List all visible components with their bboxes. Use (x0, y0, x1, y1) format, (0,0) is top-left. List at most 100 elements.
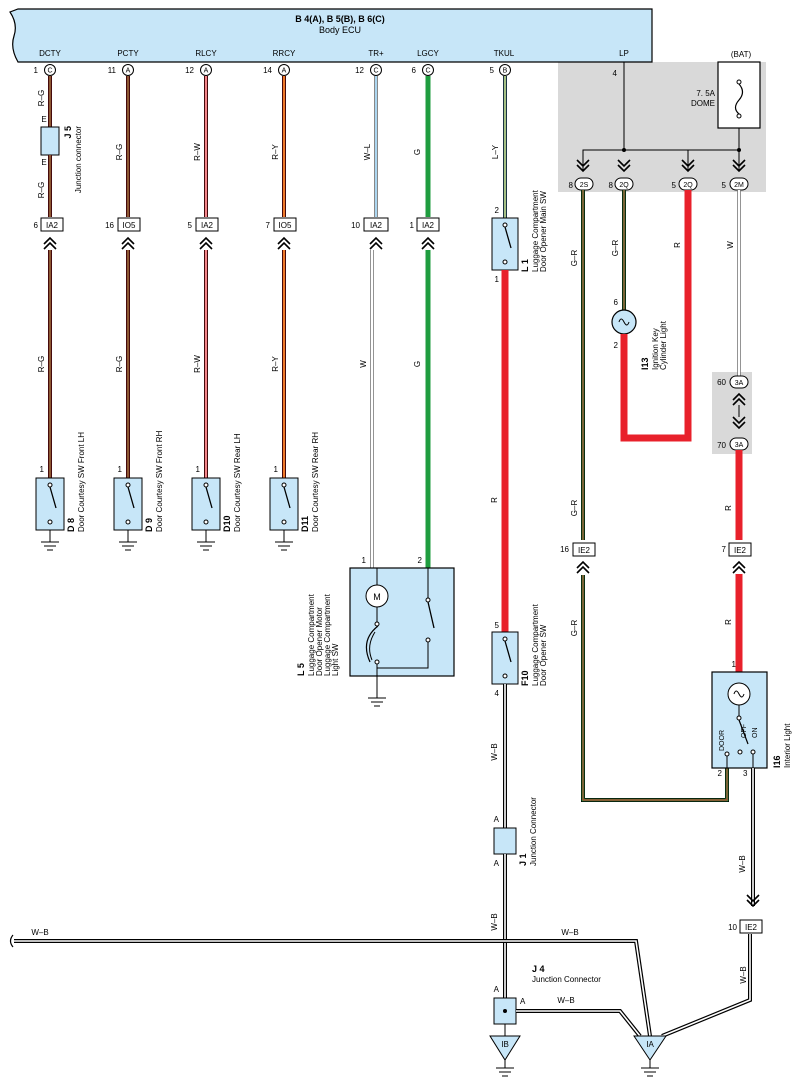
l1-line2: Door Opener Main SW (539, 191, 548, 272)
junction-pin-label: E (41, 115, 46, 124)
connector-pin: 10 (728, 923, 737, 932)
pin-circle (370, 64, 382, 76)
fuse-rating: 7. 5A (696, 89, 715, 98)
l5-line4: Light SW (331, 643, 340, 676)
l1-line1: Luggage Compartment (531, 189, 540, 272)
wire-color-label: G–R (611, 240, 620, 257)
inline-code-bottom: 3A (735, 442, 744, 449)
connector-code: IE2 (734, 546, 747, 555)
wire-color-label: W–B (738, 855, 747, 872)
pin-number: 14 (263, 66, 272, 75)
wire-color-label: L–Y (491, 144, 500, 159)
d9-name: Door Courtesy SW Front RH (155, 430, 164, 532)
pin-circle (122, 64, 134, 76)
luggage-door-opener-motor-l5: M L 5 Luggage Compartment Door Opener Mo… (296, 567, 455, 707)
interior-light-i16: DOOR OFF ON 2 3 I16 Interior Light (711, 671, 792, 778)
pin-connector: C (47, 68, 52, 75)
terminal-lp: LP (619, 49, 629, 58)
terminal-tkul: TKUL (494, 49, 515, 58)
pin-number: 6 (412, 66, 417, 75)
pin-circle (499, 64, 511, 76)
wire-color-label: R (724, 619, 733, 625)
f10-pin-bottom: 4 (495, 689, 500, 698)
connector-pin: 7 (722, 545, 727, 554)
pin-connector: A (282, 68, 287, 75)
wire-color-label: W–L (363, 143, 372, 160)
f10-line2: Door Opener SW (539, 624, 548, 686)
connector-pin: 5 (188, 221, 193, 230)
connector-code: IA2 (422, 221, 435, 230)
pin-circle (422, 64, 434, 76)
wire-color-label: W–B (490, 913, 499, 930)
ecu-pins: 1 C 11 A 12 A 14 A 12 C 6 C 5 B 4 (34, 64, 618, 78)
l5-line1: Luggage Compartment (307, 593, 316, 676)
i16-name: Interior Light (783, 723, 792, 768)
j5-code: J 5 (63, 126, 73, 139)
pin-connector: A (126, 68, 131, 75)
j4-name: Junction Connector (532, 975, 601, 984)
d8-name: Door Courtesy SW Front LH (77, 432, 86, 532)
wire-color-label: R–Y (271, 356, 280, 372)
wire-color-label: W–B (31, 928, 48, 937)
l5-code: L 5 (296, 663, 306, 676)
inline-code-top: 3A (735, 380, 744, 387)
wire-color-label: R–G (37, 356, 46, 372)
i13-line1: Ignition Key (651, 328, 660, 370)
connector-code: IO5 (123, 221, 136, 230)
wire-color-label: G–R (570, 620, 579, 637)
ground-ib-symbol (489, 1035, 521, 1061)
circuit-i13: G–R 6 2 I13 Ignition Key Cylinder Light … (611, 190, 692, 442)
terminal-lgcy: LGCY (417, 49, 439, 58)
wire-color-label: W–B (490, 743, 499, 760)
switch-on-label: ON (752, 728, 759, 739)
junction-j5 (40, 126, 60, 156)
relay-code: 2Q (683, 182, 693, 189)
f10-pin-top: 5 (495, 621, 500, 630)
wire-color-label: R–G (115, 144, 124, 160)
pin-connector: C (373, 68, 378, 75)
connector-box (572, 542, 596, 557)
pin-connector: A (204, 68, 209, 75)
j1-name: Junction Connector (529, 797, 538, 866)
terminal-rlcy: RLCY (195, 49, 217, 58)
d11-code: D11 (300, 516, 310, 532)
ground-ib-label: IB (501, 1040, 509, 1049)
d9-code: D 9 (144, 518, 154, 532)
j1-pin: A (494, 815, 500, 824)
pin-connector: C (425, 68, 430, 75)
connector-code: IE2 (745, 923, 758, 932)
relay-code: 2M (734, 182, 744, 189)
l1-pin-bottom: 1 (495, 275, 500, 284)
switch-door-label: DOOR (719, 730, 726, 751)
j4-code: J 4 (532, 964, 545, 974)
wire-color-label: G–R (570, 500, 579, 517)
connector-pin: 1 (410, 221, 415, 230)
d10-name: Door Courtesy SW Rear LH (233, 433, 242, 532)
fuse-name: DOME (691, 99, 715, 108)
connector-box (117, 217, 141, 232)
wire-color-label: W (359, 360, 368, 368)
f10-code: F10 (520, 670, 530, 686)
wire-color-label: W (726, 241, 735, 249)
circuit-tr-plus: W–L 10 IA2 W 1 (351, 76, 389, 568)
relay-pin: 5 (672, 181, 677, 190)
motor-symbol: M (373, 592, 381, 602)
pin-number: 12 (185, 66, 194, 75)
pin-connector: B (503, 68, 508, 75)
wire-color-label: R–Y (271, 144, 280, 160)
body-ecu: B 4(A), B 5(B), B 6(C) Body ECU DCTY PCT… (9, 8, 653, 63)
wire-color-label: W–B (561, 928, 578, 937)
j1-code: J 1 (518, 853, 528, 866)
connector-box (739, 919, 763, 934)
circuit-wb-ground-bus: W–B W–B (9, 928, 652, 1037)
l5-pin2: 2 (418, 556, 423, 565)
connector-box (40, 217, 64, 232)
d10-code: D10 (222, 515, 232, 532)
terminal-dcty: DCTY (39, 49, 61, 58)
pin-circle (200, 64, 212, 76)
connector-code: IA2 (370, 221, 383, 230)
lp-pin-number: 4 (613, 69, 618, 78)
j4-pin-right: A (520, 997, 526, 1006)
circuit-pcty: R–G 16 IO5 R–G 1 D 9 Door Courtesy SW Fr… (105, 76, 164, 551)
